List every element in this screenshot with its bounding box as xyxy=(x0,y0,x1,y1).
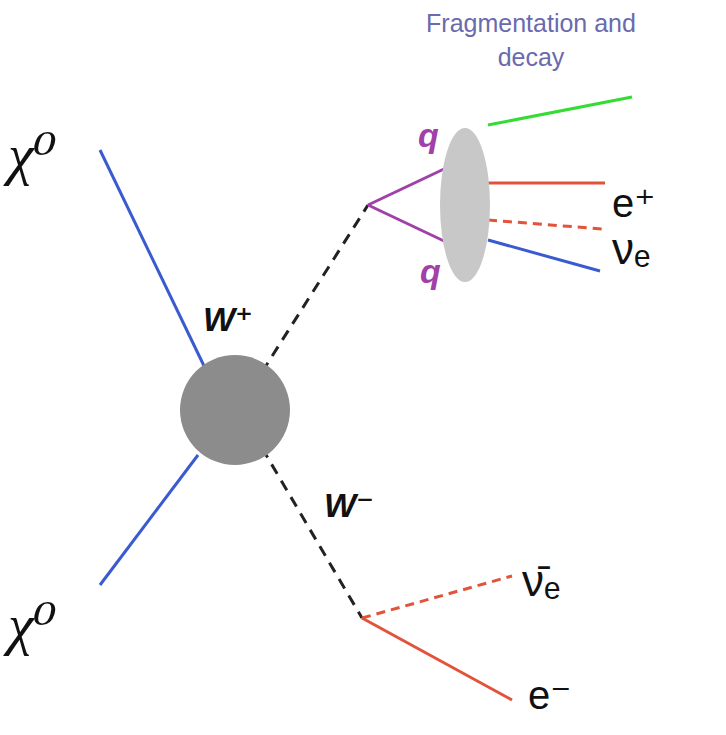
process-caption: Fragmentation and decay xyxy=(411,6,651,74)
boson-label: W⁻ xyxy=(324,486,374,525)
lepton-label: e⁻ xyxy=(528,672,571,718)
particle-label: χ⁰ xyxy=(8,592,57,659)
incoming-particle-line xyxy=(100,150,205,368)
fragmentation-blob xyxy=(440,128,490,282)
antineutrino-line xyxy=(362,576,512,618)
hadron-line xyxy=(488,240,600,271)
particle-label: χ⁰ xyxy=(8,122,57,189)
quark-label: q xyxy=(420,252,441,291)
boson-label: W⁺ xyxy=(203,300,253,339)
w-boson-line xyxy=(262,448,362,618)
quark-label: q xyxy=(418,116,439,155)
lepton-label: νₑ xyxy=(612,224,650,275)
interaction-blob xyxy=(180,355,290,465)
hadron-line xyxy=(488,97,632,125)
lepton-label: ν̄ₑ xyxy=(522,556,560,607)
incoming-particle-line xyxy=(100,455,198,585)
lepton-label: e⁺ xyxy=(612,180,655,226)
neutrino-line xyxy=(488,220,602,229)
electron-line xyxy=(362,618,512,700)
positron-line xyxy=(488,182,605,185)
w-boson-line xyxy=(262,205,368,372)
